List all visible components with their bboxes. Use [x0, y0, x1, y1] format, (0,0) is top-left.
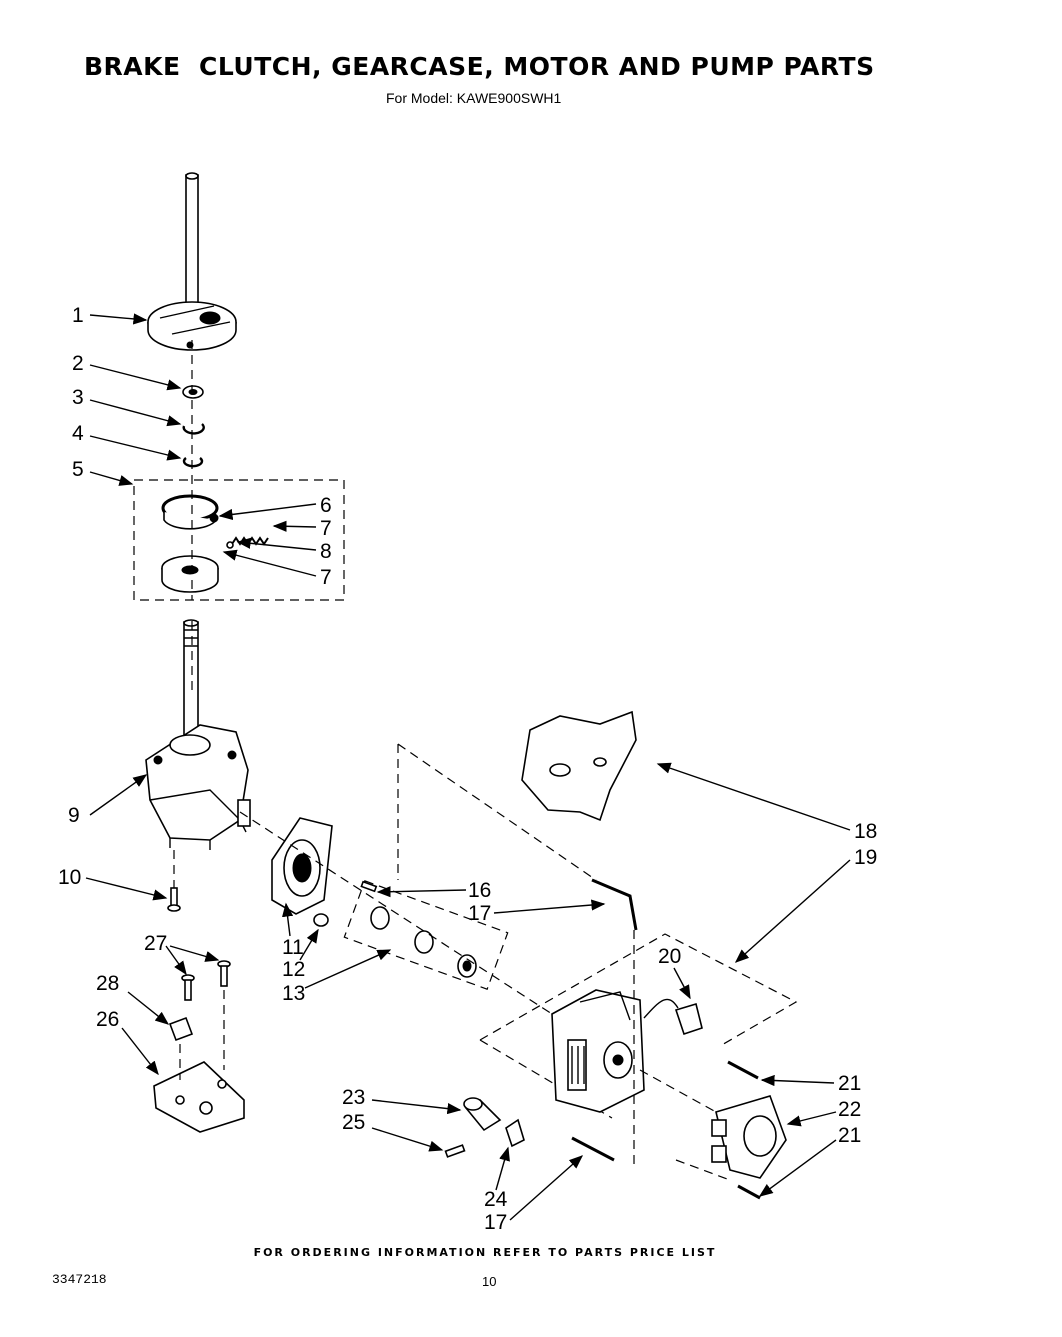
pump-22	[711, 1095, 787, 1179]
spring-3	[182, 423, 205, 435]
callout-24: 24	[484, 1188, 508, 1211]
callout-2: 2	[72, 352, 84, 375]
shield-18	[521, 710, 637, 822]
clutch-kit-box	[133, 479, 345, 601]
callout-21: 21	[838, 1072, 861, 1095]
callout-18: 18	[854, 820, 877, 843]
callout-4: 4	[72, 422, 84, 445]
model-subtitle: For Model: KAWE900SWH1	[386, 90, 562, 106]
retainer-4	[182, 457, 204, 468]
callout-17: 17	[468, 902, 491, 925]
callout-21: 21	[838, 1124, 861, 1147]
hoses-17	[571, 878, 638, 1162]
callout-1: 1	[72, 304, 84, 327]
bolts-27	[181, 960, 231, 1001]
page-title: BRAKE CLUTCH, GEARCASE, MOTOR AND PUMP P…	[84, 52, 875, 81]
clamps-21	[727, 1060, 761, 1200]
motor-mount-26	[153, 1061, 245, 1133]
callout-28: 28	[96, 972, 119, 995]
callout-17: 17	[484, 1211, 507, 1234]
alignment-line	[239, 811, 553, 1015]
brake-assembly	[147, 172, 237, 351]
motor-switch-20	[643, 998, 703, 1036]
alignment-line	[397, 743, 597, 881]
clip-28	[168, 1016, 194, 1042]
callout-13: 13	[282, 982, 305, 1005]
callout-25: 25	[342, 1111, 365, 1134]
coupler-parts-13	[370, 906, 477, 978]
gearcase-assembly	[145, 619, 251, 850]
callout-10: 10	[58, 866, 81, 889]
washer-2	[182, 385, 204, 399]
callout-19: 19	[854, 846, 877, 869]
callout-27: 27	[144, 932, 167, 955]
callout-20: 20	[658, 945, 681, 968]
document-number: 3347218	[52, 1272, 107, 1287]
motor	[551, 989, 645, 1113]
capacitor-23	[463, 1097, 502, 1132]
callout-26: 26	[96, 1008, 119, 1031]
drive-plate-11	[271, 817, 333, 915]
clutch-band-6	[161, 494, 219, 530]
page-number: 10	[482, 1274, 497, 1289]
alignment-line	[633, 930, 731, 1181]
nut-12	[313, 913, 329, 927]
callout-7: 7	[320, 517, 332, 540]
callout-12: 12	[282, 958, 305, 981]
callout-16: 16	[468, 879, 491, 902]
callout-22: 22	[838, 1098, 861, 1121]
ordering-note: FOR ORDERING INFORMATION REFER TO PARTS …	[253, 1246, 717, 1259]
callout-3: 3	[72, 386, 84, 409]
alignment-line	[173, 850, 225, 1080]
callout-11: 11	[282, 936, 304, 959]
callout-23: 23	[342, 1086, 365, 1109]
clip-24	[505, 1118, 525, 1148]
leader-lines	[85, 313, 851, 1221]
screw-16	[360, 880, 378, 893]
bolt-10	[167, 887, 181, 912]
clutch-drum-7	[161, 555, 219, 593]
screw-25	[444, 1144, 466, 1158]
callout-7: 7	[320, 566, 332, 589]
callout-6: 6	[320, 494, 332, 517]
callout-9: 9	[68, 804, 80, 827]
callout-5: 5	[72, 458, 84, 481]
coupler-kit-box	[343, 880, 509, 990]
callout-8: 8	[320, 540, 332, 563]
